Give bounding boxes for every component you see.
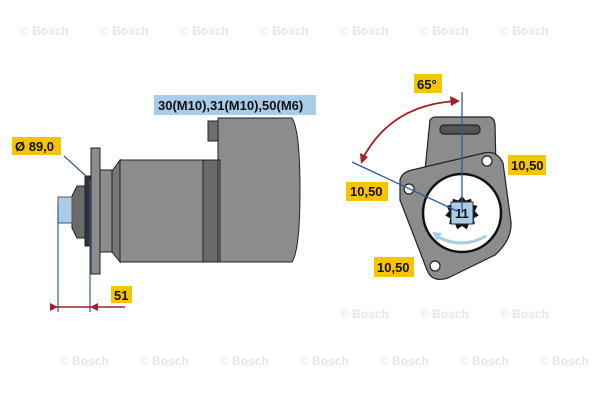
hole-label: 10,50 xyxy=(377,260,410,275)
hole-label: 10,50 xyxy=(350,184,383,199)
arrowhead-left xyxy=(50,303,58,311)
mounting-flange xyxy=(90,147,101,275)
mounting-hole xyxy=(481,155,493,167)
slot xyxy=(439,124,481,135)
diameter-label: Ø 89,0 xyxy=(15,139,54,154)
length-label-bg xyxy=(111,286,132,303)
diameter-leader-line xyxy=(63,155,87,177)
angle-arc xyxy=(361,100,457,161)
watermark-text: © Bosch xyxy=(460,354,509,368)
hole-label-bg xyxy=(374,257,414,277)
arrowhead-right xyxy=(90,303,98,311)
watermark-text: © Bosch xyxy=(140,354,189,368)
watermark-text: © Bosch xyxy=(380,354,429,368)
watermark-text: © Bosch xyxy=(500,24,549,38)
angle-label: 65° xyxy=(417,77,437,92)
solenoid-housing xyxy=(217,117,301,263)
angle-arrowhead-top xyxy=(450,96,460,106)
watermark-text: © Bosch xyxy=(300,354,349,368)
watermark-text: © Bosch xyxy=(60,354,109,368)
teeth-count-label: 11 xyxy=(455,206,469,221)
watermark-text: © Bosch xyxy=(20,24,69,38)
angle-label-bg xyxy=(414,74,442,93)
angled-axis-line xyxy=(351,161,458,212)
flange-plate xyxy=(99,169,113,253)
side-dimensions xyxy=(50,155,125,312)
watermark-text: © Bosch xyxy=(340,307,389,321)
mounting-hole xyxy=(429,260,441,272)
watermark-text: © Bosch xyxy=(420,24,469,38)
rotation-arrowhead xyxy=(432,232,442,241)
pinion xyxy=(57,196,73,224)
side-view xyxy=(57,117,301,275)
hole-label: 10,50 xyxy=(511,158,544,173)
solenoid-terminal xyxy=(207,120,219,142)
hole-label-bg xyxy=(346,182,388,201)
angle-arrowhead-bottom xyxy=(360,153,368,164)
watermark-text: © Bosch xyxy=(220,354,269,368)
motor-band xyxy=(202,159,219,263)
motor-front-cone xyxy=(111,158,121,264)
terminals-label: 30(M10),31(M10),50(M6) xyxy=(158,98,303,113)
watermark-text: © Bosch xyxy=(420,307,469,321)
watermark-layer: © Bosch © Bosch © Bosch © Bosch © Bosch © Bos… xyxy=(20,24,589,368)
diameter-label-bg xyxy=(12,137,61,155)
watermark-text: © Bosch xyxy=(260,24,309,38)
drive-nose xyxy=(71,185,86,239)
watermark-text: © Bosch xyxy=(100,24,149,38)
watermark-text: © Bosch xyxy=(180,24,229,38)
length-label: 51 xyxy=(114,288,128,303)
rotation-arrow-icon xyxy=(435,234,487,245)
watermark-text: © Bosch xyxy=(540,354,589,368)
watermark-text: © Bosch xyxy=(340,24,389,38)
hole-label-bg xyxy=(508,155,546,175)
terminals-label-bg xyxy=(154,95,316,115)
front-view xyxy=(399,116,512,280)
watermark-text: © Bosch xyxy=(500,307,549,321)
